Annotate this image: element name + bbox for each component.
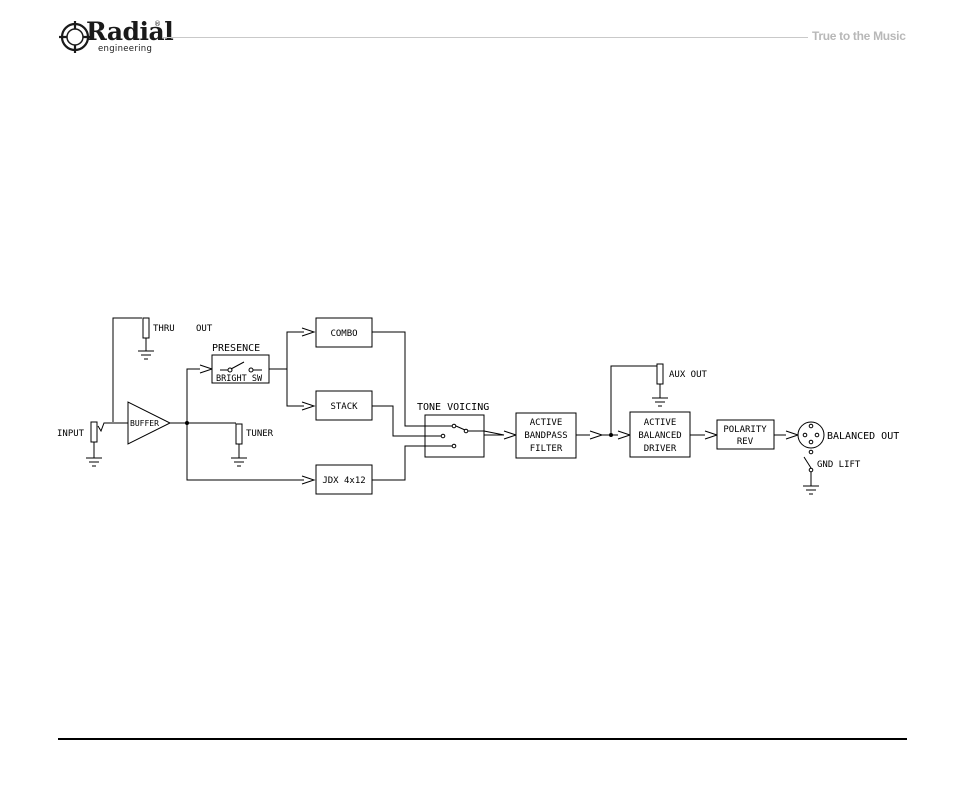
polarity-line-2: REV bbox=[737, 437, 754, 447]
input-label: INPUT bbox=[57, 429, 85, 439]
combo-label: COMBO bbox=[330, 329, 357, 339]
tone-voicing-label: TONE VOICING bbox=[417, 402, 489, 413]
buffer-label: BUFFER bbox=[130, 419, 159, 428]
polarity-line-1: POLARITY bbox=[723, 425, 767, 435]
xlr-connector-icon bbox=[798, 422, 824, 448]
presence-label: PRESENCE bbox=[212, 343, 260, 354]
aux-out-jack bbox=[652, 364, 668, 406]
arrow-icon bbox=[504, 431, 516, 439]
arrow-icon bbox=[618, 431, 630, 439]
jdx-label: JDX 4x12 bbox=[322, 476, 365, 486]
tuner-label: TUNER bbox=[246, 429, 274, 439]
bandpass-line-1: ACTIVE bbox=[530, 418, 563, 428]
balanced-out-label: BALANCED OUT bbox=[827, 431, 899, 442]
arrow-icon bbox=[705, 431, 717, 439]
arrow-icon bbox=[200, 365, 212, 373]
footer-rule bbox=[58, 738, 907, 740]
tuner-jack bbox=[231, 424, 247, 466]
driver-line-2: BALANCED bbox=[638, 431, 681, 441]
driver-line-3: DRIVER bbox=[644, 444, 677, 454]
bright-sw-label: BRIGHT SW bbox=[216, 374, 263, 384]
arrow-icon bbox=[590, 431, 602, 439]
out-label: OUT bbox=[196, 324, 213, 334]
input-jack bbox=[86, 422, 128, 466]
aux-out-label: AUX OUT bbox=[669, 370, 708, 380]
driver-line-1: ACTIVE bbox=[644, 418, 677, 428]
arrow-icon bbox=[786, 431, 798, 439]
gnd-lift-label: GND LIFT bbox=[817, 460, 861, 470]
bandpass-line-3: FILTER bbox=[530, 444, 563, 454]
stack-label: STACK bbox=[330, 402, 358, 412]
ground-lift-switch-icon bbox=[803, 450, 819, 494]
bandpass-line-2: BANDPASS bbox=[524, 431, 567, 441]
thru-label: THRU bbox=[153, 324, 175, 334]
